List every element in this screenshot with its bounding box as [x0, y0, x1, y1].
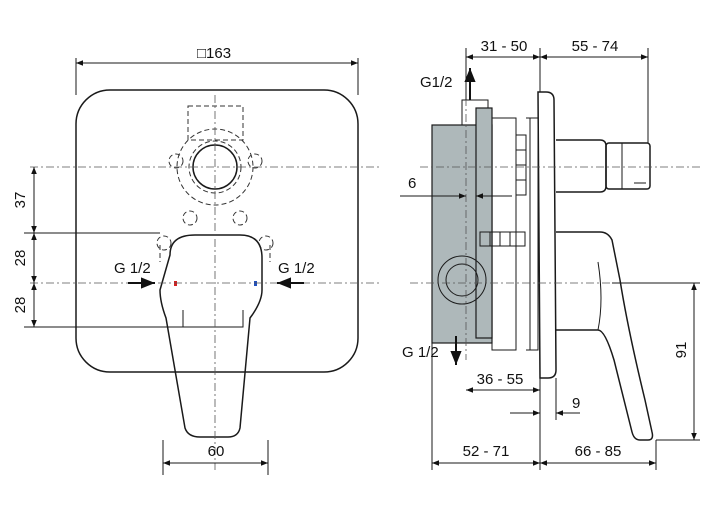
outlet-bottom-label: G 1/2 — [402, 344, 439, 361]
lever-profile — [556, 231, 654, 441]
dim-60-label: 60 — [208, 443, 225, 460]
bottom-inlet-bore — [445, 263, 479, 297]
hot-marker — [174, 281, 177, 286]
dim-55-74-label: 55 - 74 — [572, 38, 619, 55]
dim-6-label: 6 — [408, 175, 416, 192]
square-size-label: □163 — [197, 45, 231, 62]
diverter-knob-base — [556, 139, 607, 193]
housing-front-plate — [491, 117, 517, 351]
dim-31-50-label: 31 - 50 — [481, 38, 528, 55]
inlet-right-label: G 1/2 — [278, 260, 315, 277]
dim-91-label: 91 — [673, 342, 690, 359]
cover-plate-profile — [537, 91, 557, 379]
dim-36-55-label: 36 - 55 — [477, 371, 524, 388]
bottom-inlet-ring — [437, 255, 487, 305]
lever-handle — [159, 234, 263, 438]
diverter-knob — [605, 142, 651, 190]
inlet-left-label: G 1/2 — [114, 260, 151, 277]
dim-37-label: 37 — [12, 192, 29, 209]
dim-52-71-label: 52 - 71 — [463, 443, 510, 460]
cover-plate — [75, 89, 359, 373]
dim-9-label: 9 — [572, 395, 580, 412]
dim-66-85-label: 66 - 85 — [575, 443, 622, 460]
outlet-top-label: G1/2 — [420, 74, 453, 91]
dim-28-top-label: 28 — [12, 250, 29, 267]
front-view: □163 37 28 28 G 1/2 G 1/2 60 — [12, 45, 380, 475]
housing-flange — [475, 107, 493, 339]
side-view: 31 - 50 55 - 74 G1/2 6 G 1/2 36 - 55 9 9… — [400, 38, 700, 470]
dim-28-bottom-label: 28 — [12, 297, 29, 314]
lever-detail — [182, 310, 244, 328]
cold-marker — [254, 281, 257, 286]
diverter-screw — [479, 231, 526, 247]
